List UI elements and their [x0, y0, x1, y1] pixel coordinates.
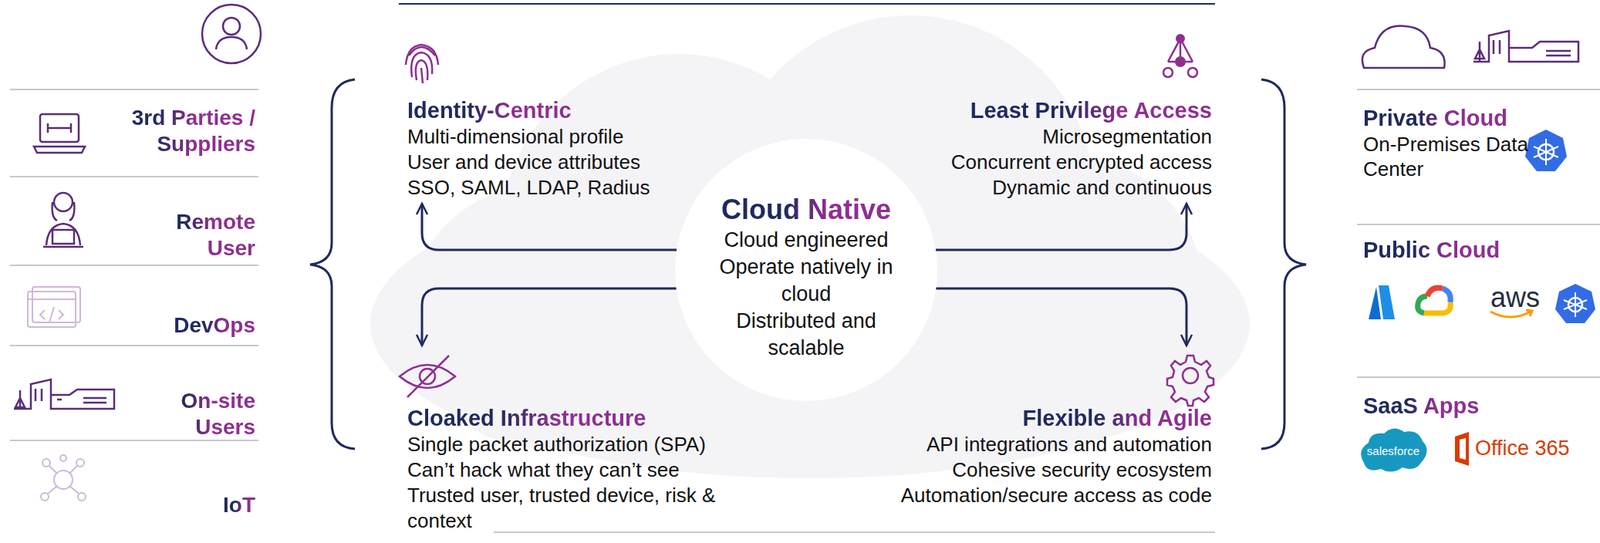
user-icon — [202, 4, 261, 64]
audience-item: IoT — [93, 492, 256, 519]
kubernetes-logo — [1555, 283, 1596, 324]
separators — [10, 89, 1600, 441]
body-text: Cohesive security ecosystem — [857, 457, 1212, 483]
center-circle: Cloud NativeCloud engineeredOperate nati… — [675, 138, 938, 402]
environment-item: Public Cloud — [1363, 236, 1587, 264]
gcp-logo — [1417, 287, 1452, 314]
heading-text: Cloud Native — [721, 192, 892, 227]
gear-icon — [1167, 355, 1214, 406]
connector-arrow — [421, 288, 677, 346]
audience-item: On-site Users — [139, 388, 256, 441]
heading-text: 3rd Parties / Suppliers — [93, 104, 256, 158]
heading-text: IoT — [222, 492, 256, 519]
aws-wordmark: aws — [1490, 282, 1540, 314]
office-wordmark: Office 365 — [1475, 437, 1570, 461]
building-icon — [13, 379, 115, 409]
heading-text: Identity-Centric — [407, 96, 572, 125]
body-text: Single packet authorization (SPA) — [407, 432, 763, 458]
body-text: Cloud engineered — [713, 226, 899, 254]
principle-block: Least Privilege AccessMicrosegmentationC… — [857, 96, 1212, 201]
principle-block: Cloaked InfrastructureSingle packet auth… — [407, 348, 763, 534]
body-text: API integrations and automation — [857, 432, 1212, 458]
body-text: Trusted user, trusted device, risk & con… — [407, 482, 763, 534]
environment-item: SaaS Apps — [1363, 391, 1587, 420]
kubernetes-logo — [1525, 129, 1567, 172]
audience-item: Remote User — [139, 209, 256, 262]
heading-text: Least Privilege Access — [970, 96, 1212, 125]
devops-icon — [27, 286, 81, 328]
network-icon — [1163, 33, 1198, 78]
iot-icon — [40, 455, 86, 501]
environment-item: Private CloudOn-Premises Data Center — [1363, 104, 1533, 182]
heading-text: Private Cloud — [1363, 104, 1508, 132]
fingerprint-icon — [405, 44, 439, 84]
heading-text: SaaS Apps — [1363, 391, 1479, 420]
connector-arrow — [421, 203, 677, 250]
cloud-backdrop — [370, 15, 1250, 479]
bottom-rule — [493, 531, 1216, 534]
heading-text: Cloaked Infrastructure — [407, 404, 646, 433]
salesforce-wordmark: salesforce — [1367, 445, 1420, 459]
heading-text: Public Cloud — [1363, 236, 1500, 264]
body-text: User and device attributes — [407, 149, 763, 176]
body-text: Concurrent encrypted access — [857, 149, 1212, 176]
salesforce-logo — [1360, 428, 1427, 472]
remote-user-icon — [43, 192, 84, 247]
heading-text: Remote User — [139, 209, 256, 262]
audience-item: DevOps — [93, 312, 256, 339]
top-rule — [398, 3, 1216, 5]
cloud-icon — [1362, 26, 1445, 68]
office-logo — [1454, 432, 1469, 466]
body-text: Microsegmentation — [857, 124, 1212, 150]
body-text: Can’t hack what they can’t see — [407, 457, 763, 483]
braces — [310, 79, 1307, 449]
connector-arrow — [935, 288, 1187, 346]
connector-arrow — [935, 203, 1187, 250]
body-text: Automation/secure access as code — [857, 482, 1212, 509]
cloaked-eye-icon — [399, 355, 456, 398]
body-text: Operate natively in cloud — [713, 253, 899, 308]
heading-text: DevOps — [173, 312, 256, 339]
heading-text: On-site Users — [139, 388, 256, 441]
building-icon — [1473, 30, 1579, 62]
laptop-icon — [33, 114, 85, 153]
azure-logo — [1368, 285, 1395, 320]
audience-item: 3rd Parties / Suppliers — [93, 104, 256, 158]
body-text: Distributed and scalable — [713, 307, 899, 362]
body-text: On-Premises Data Center — [1363, 131, 1533, 182]
body-text: Multi-dimensional profile — [407, 124, 763, 150]
heading-text: Flexible and Agile — [1022, 404, 1212, 433]
principle-block: Flexible and AgileAPI integrations and a… — [857, 348, 1212, 509]
